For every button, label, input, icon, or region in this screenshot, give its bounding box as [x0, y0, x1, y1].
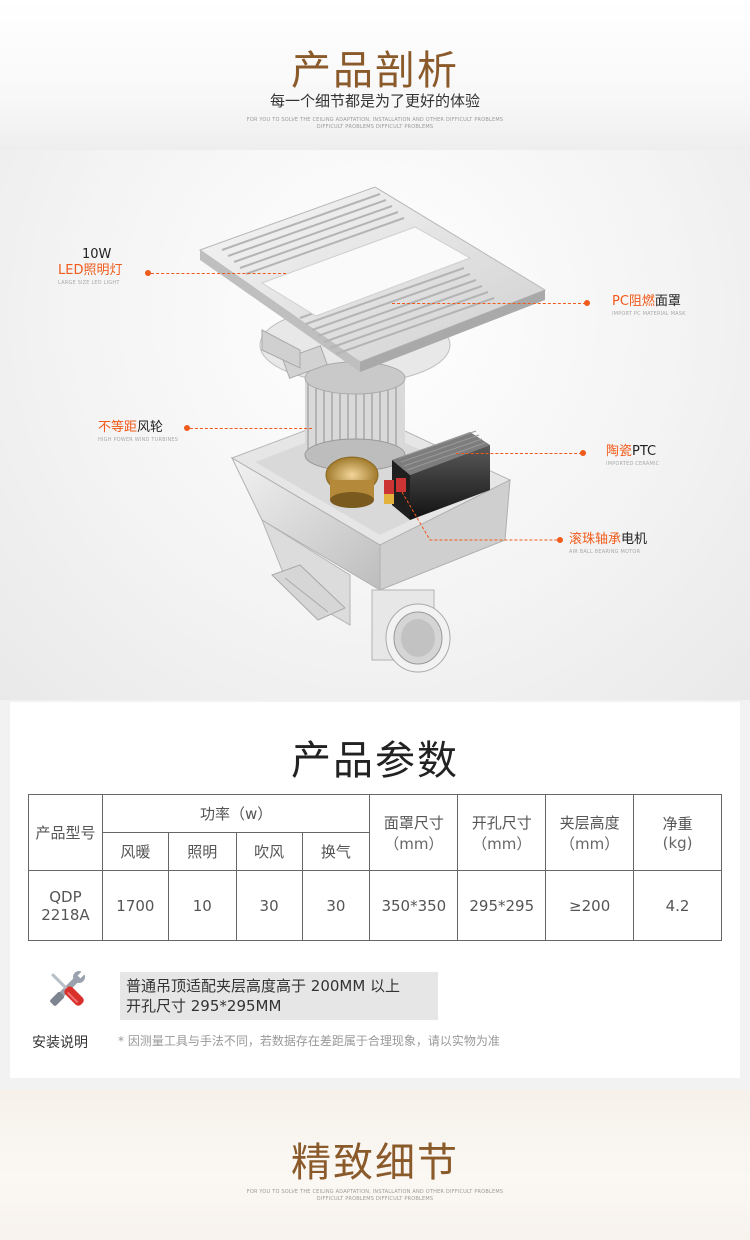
product-exploded-illustration	[198, 186, 547, 673]
model-line-2: 2218A	[41, 905, 90, 924]
cell-hole-size: 295*295	[457, 870, 547, 941]
wrench-screwdriver-icon	[50, 970, 86, 1006]
callout-line-motor	[401, 491, 560, 541]
install-instructions-label: 安装说明	[32, 1035, 88, 1051]
cell-mask-size: 350*350	[369, 870, 459, 941]
motor-label-orange: 滚珠轴承	[569, 532, 622, 547]
fan-english: HIGH POWER WIND TURBINES	[98, 437, 179, 443]
header-power: 功率（w）	[101, 794, 371, 833]
caption-line-2: DIFFICULT PROBLEMS DIFFICULT PROBLEMS	[316, 124, 434, 130]
callout-dot-motor	[557, 537, 563, 543]
callout-pc-mask: PC阻燃面罩 IMPORT PC MATERIAL MASK	[612, 294, 686, 318]
params-title: 产品参数	[291, 738, 459, 784]
header-band	[0, 0, 750, 150]
ptc-label-orange: 陶瓷	[606, 444, 633, 459]
led-english: LARGE SIZE LED LIGHT	[58, 280, 120, 286]
callout-dot-mask	[584, 300, 590, 306]
measurement-disclaimer: * 因测量工具与手法不同，若数据存在差距属于合理现象，请以实物为准	[118, 1034, 500, 1048]
cell-ventilation-power: 30	[301, 870, 371, 941]
header-mask-size: 面罩尺寸 （mm）	[369, 794, 459, 871]
mask-english: IMPORT PC MATERIAL MASK	[612, 311, 686, 317]
table-row: QDP 2218A 1700 10 30 30 350*350 295*295 …	[28, 870, 722, 941]
cell-heating-power: 1700	[101, 870, 169, 941]
callout-ceramic-ptc: 陶瓷PTC IMPORTED CERAMIC	[606, 444, 659, 468]
analysis-english-caption: FOR YOU TO SOLVE THE CEILING ADAPTATION,…	[0, 117, 750, 131]
led-wattage: 10W	[82, 247, 112, 262]
weight-label: 净重	[662, 815, 693, 833]
motor-english: AIR BALL BEARING MOTOR	[569, 549, 641, 555]
details-english-caption: FOR YOU TO SOLVE THE CEILING ADAPTATION,…	[0, 1189, 750, 1203]
cell-weight: 4.2	[633, 870, 722, 941]
layer-height-label: 夹层高度	[559, 813, 620, 832]
install-note: 普通吊顶适配夹层高度高于 200MM 以上 开孔尺寸 295*295MM	[120, 972, 438, 1020]
hole-size-label: 开孔尺寸	[471, 813, 532, 832]
details-caption-line-1: FOR YOU TO SOLVE THE CEILING ADAPTATION,…	[246, 1189, 504, 1195]
callout-line-mask	[392, 303, 586, 304]
subheader-ventilation: 换气	[301, 832, 371, 871]
led-label: LED照明灯	[58, 263, 123, 278]
cell-model: QDP 2218A	[28, 870, 103, 941]
subheader-lighting: 照明	[167, 832, 237, 871]
callout-dot-fan	[184, 425, 190, 431]
callout-motor: 滚珠轴承电机 AIR BALL BEARING MOTOR	[569, 532, 647, 556]
header-layer-height: 夹层高度 （mm）	[545, 794, 635, 871]
analysis-subtitle: 每一个细节都是为了更好的体验	[269, 92, 480, 110]
header-model: 产品型号	[28, 794, 103, 871]
product-params-section: 产品参数 产品型号 功率（w） 面罩尺寸 （mm） 开孔尺寸 （mm） 夹层高度…	[10, 702, 740, 1078]
analysis-title: 产品剖析	[291, 48, 459, 94]
mask-size-label: 面罩尺寸	[383, 813, 444, 832]
callout-line-led	[151, 273, 286, 274]
header-hole-size: 开孔尺寸 （mm）	[457, 794, 547, 871]
model-line-1: QDP	[49, 887, 82, 906]
callout-line-fan	[190, 428, 312, 429]
mask-label-dark: 面罩	[654, 294, 681, 309]
fan-label-orange: 不等距	[98, 420, 138, 435]
subheader-blowing: 吹风	[235, 832, 303, 871]
cell-layer-height: ≥200	[545, 870, 635, 941]
fine-details-section: 精致细节 FOR YOU TO SOLVE THE CEILING ADAPTA…	[0, 1090, 750, 1240]
pc-mask-panel	[198, 186, 547, 372]
install-note-line-1: 普通吊顶适配夹层高度高于 200MM 以上	[126, 977, 401, 995]
install-note-line-2: 开孔尺寸 295*295MM	[126, 997, 282, 1015]
callout-dot-ptc	[580, 450, 586, 456]
subheader-heating: 风暖	[101, 832, 169, 871]
callout-line-ptc	[456, 453, 582, 454]
cell-blowing-power: 30	[235, 870, 303, 941]
header-weight: 净重 (kg)	[633, 794, 722, 871]
callout-dot-led	[145, 270, 151, 276]
mask-label-orange: PC阻燃	[612, 294, 655, 309]
fan-label-dark: 风轮	[137, 420, 164, 435]
hole-size-unit: （mm）	[472, 834, 532, 853]
cell-lighting-power: 10	[167, 870, 237, 941]
spec-table: 产品型号 功率（w） 面罩尺寸 （mm） 开孔尺寸 （mm） 夹层高度 （mm）…	[28, 794, 722, 941]
ptc-label-dark: PTC	[632, 444, 657, 459]
details-caption-line-2: DIFFICULT PROBLEMS DIFFICULT PROBLEMS	[316, 1196, 434, 1202]
mask-size-unit: （mm）	[384, 834, 444, 853]
motor-label-dark: 电机	[621, 532, 648, 547]
details-title: 精致细节	[291, 1140, 459, 1186]
layer-height-unit: （mm）	[560, 834, 620, 853]
caption-line-1: FOR YOU TO SOLVE THE CEILING ADAPTATION,…	[246, 117, 504, 123]
callout-fan-wheel: 不等距风轮 HIGH POWER WIND TURBINES	[98, 420, 178, 444]
ptc-heater	[384, 430, 490, 520]
product-analysis-section: 产品剖析 每一个细节都是为了更好的体验 FOR YOU TO SOLVE THE…	[0, 0, 750, 700]
weight-unit: (kg)	[662, 834, 693, 852]
callout-led-light: 10W LED照明灯 LARGE SIZE LED LIGHT	[58, 247, 122, 287]
ptc-english: IMPORTED CERAMIC	[606, 461, 660, 467]
